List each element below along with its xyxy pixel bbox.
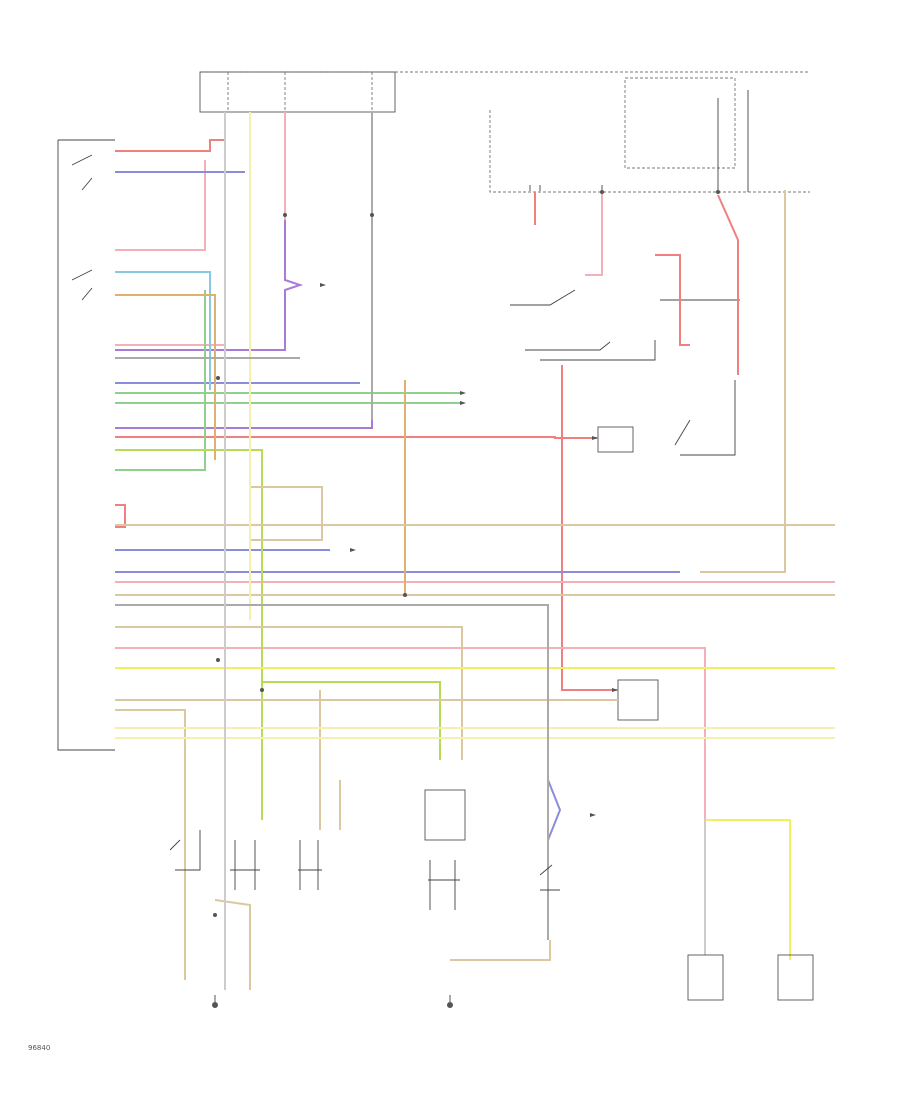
splice-dot [370, 213, 374, 217]
connector-arrow [320, 283, 326, 287]
diagram-code: 96840 [28, 1044, 50, 1052]
wire-green-3 [115, 290, 206, 471]
wire-yg-2 [261, 681, 441, 760]
splice-dot [283, 213, 287, 217]
wire-pink-up [585, 192, 603, 276]
splice-dots [212, 190, 720, 1008]
wire-blue-4 [547, 779, 562, 841]
connector-arrow [350, 548, 356, 552]
splice-dot [403, 593, 407, 597]
right-components [510, 185, 740, 721]
wire-harness [115, 112, 835, 990]
splice-dot [216, 376, 220, 380]
connector-arrow [592, 436, 598, 440]
wire-yellow-4 [705, 819, 791, 960]
wire-violet-2 [115, 112, 373, 429]
splice-dot [716, 190, 720, 194]
splice-dot [260, 688, 264, 692]
wire-tan-11 [214, 899, 251, 990]
wire-red-main [115, 436, 598, 439]
splice-dot [600, 190, 604, 194]
ground-symbol [212, 1002, 218, 1008]
wire-red-3 [115, 150, 226, 346]
wire-tan-10 [450, 940, 551, 961]
connector-arrows [320, 283, 618, 817]
top-power-bus [199, 71, 810, 193]
wire-light-blue [115, 271, 211, 390]
splice-dot [213, 913, 217, 917]
connector-arrow [460, 401, 466, 405]
ground-symbol [447, 1002, 453, 1008]
wire-tan-6 [250, 486, 323, 541]
wire-red-vertical [561, 365, 618, 691]
central-control-unit [57, 139, 115, 751]
bottom-components [169, 789, 814, 1005]
wire-tan-7 [700, 190, 786, 573]
wire-tan-5 [115, 709, 186, 980]
wire-red-right [655, 254, 690, 346]
splice-dot [216, 658, 220, 662]
wire-grey-2 [115, 604, 549, 940]
wire-tan-3 [115, 626, 463, 760]
wire-red-2 [115, 160, 206, 251]
connector-arrow [612, 688, 618, 692]
connector-arrow [590, 813, 596, 817]
wire-violet-1 [115, 220, 304, 351]
wire-red-upper [115, 112, 226, 152]
wire-yg-1 [115, 449, 263, 820]
wire-pink-2 [115, 647, 706, 820]
wire-orange-1 [115, 294, 216, 460]
wire-red-4 [717, 194, 739, 375]
connector-arrow [460, 391, 466, 395]
wire-red-5 [115, 504, 126, 528]
